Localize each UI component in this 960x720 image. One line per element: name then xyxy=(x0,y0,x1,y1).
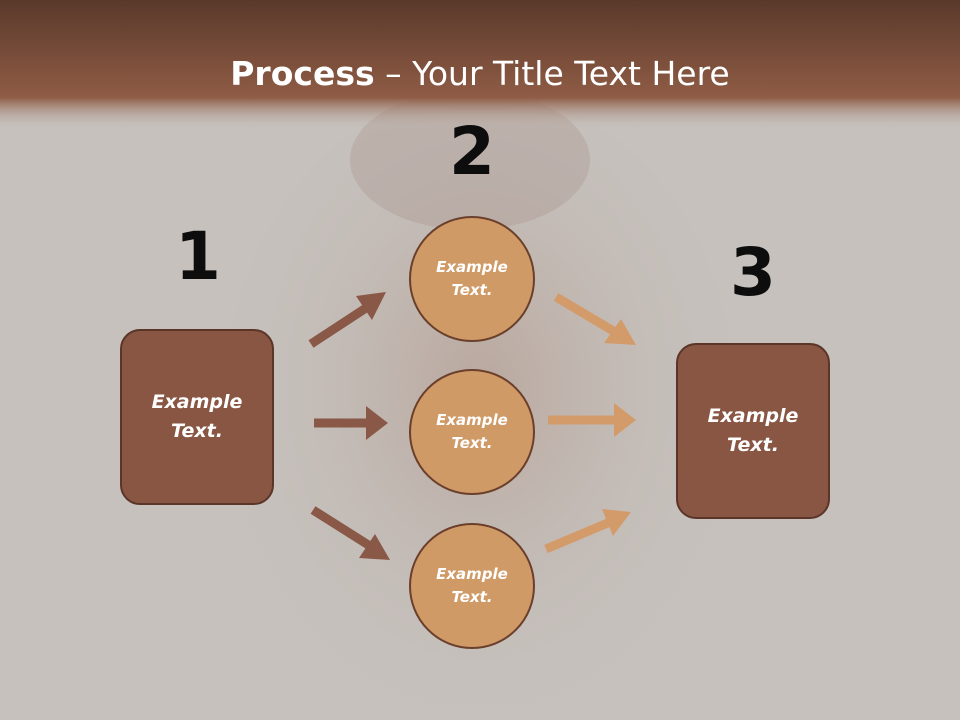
circle-top-line1: Example xyxy=(436,258,508,276)
step-number-3: 3 xyxy=(730,234,776,311)
left-box-line1: Example xyxy=(151,391,243,413)
left-box-line2: Text. xyxy=(171,420,223,442)
arrow-from-bottom-circle xyxy=(544,509,631,554)
right-box-line2: Text. xyxy=(727,434,779,456)
circle-top: Example Text. xyxy=(409,216,535,342)
title-rest: – Your Title Text Here xyxy=(374,54,730,93)
right-box-line1: Example xyxy=(707,405,799,427)
circle-bottom: Example Text. xyxy=(409,523,535,649)
title-bold: Process xyxy=(230,54,375,93)
arrow-to-bottom-circle xyxy=(310,506,390,560)
arrow-from-middle-circle xyxy=(548,403,636,437)
arrow-from-top-circle xyxy=(553,293,636,345)
slide-title: Process – Your Title Text Here xyxy=(0,52,960,96)
arrow-to-top-circle xyxy=(308,292,386,348)
right-box: Example Text. xyxy=(676,343,830,519)
circle-top-line2: Text. xyxy=(451,281,493,299)
circle-middle: Example Text. xyxy=(409,369,535,495)
step-number-1: 1 xyxy=(175,218,221,295)
circle-middle-line2: Text. xyxy=(451,434,493,452)
circle-middle-line1: Example xyxy=(436,411,508,429)
left-box: Example Text. xyxy=(120,329,274,505)
circle-bottom-line1: Example xyxy=(436,565,508,583)
arrow-to-middle-circle xyxy=(314,406,388,440)
step-number-2: 2 xyxy=(449,113,495,190)
circle-bottom-line2: Text. xyxy=(451,588,493,606)
